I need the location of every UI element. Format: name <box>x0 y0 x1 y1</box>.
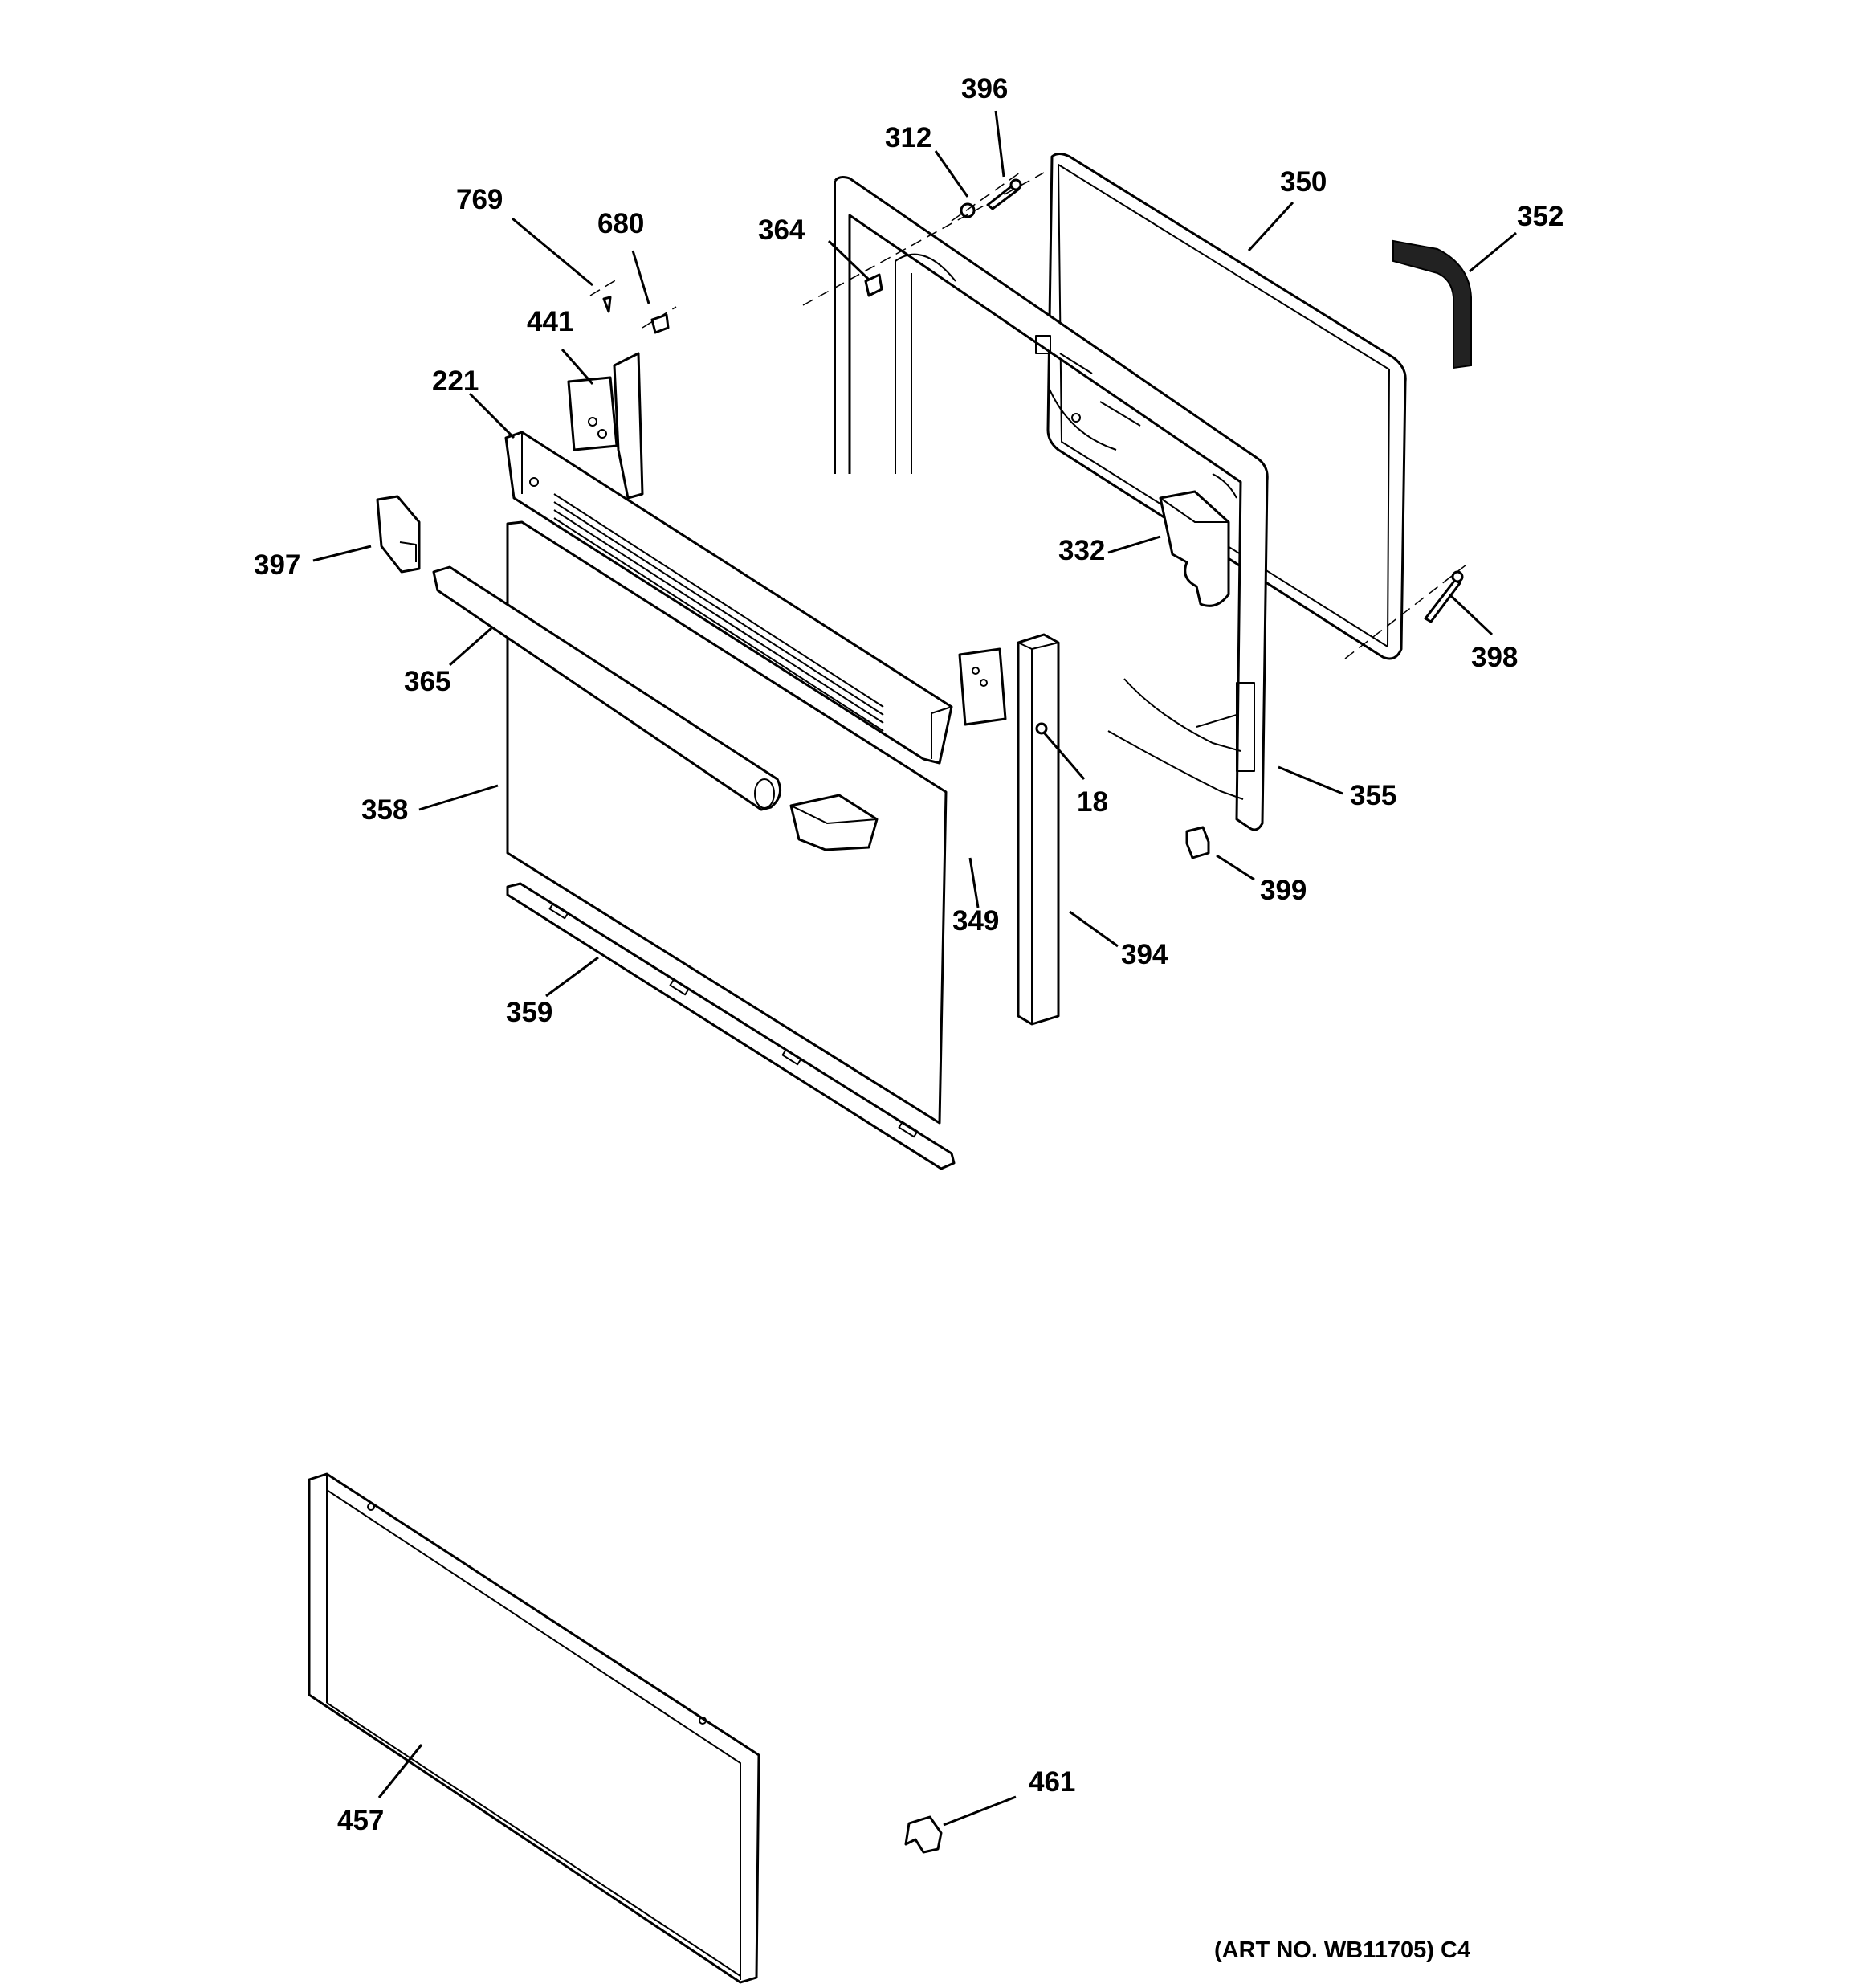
part-door-hinge-plate <box>958 647 1007 726</box>
callout-364: 364 <box>758 214 805 246</box>
callout-221: 221 <box>432 365 479 397</box>
callout-457: 457 <box>337 1805 384 1836</box>
alignment-lines <box>589 172 1470 659</box>
callout-349: 349 <box>952 905 999 937</box>
part-221-vent-bar <box>504 431 953 765</box>
part-352-gasket <box>1392 239 1472 369</box>
part-769-screw <box>602 296 612 313</box>
part-349-handle-end <box>789 794 879 851</box>
callout-394: 394 <box>1121 939 1168 970</box>
part-364-clip <box>864 273 883 297</box>
part-461-clip <box>904 1815 943 1854</box>
callout-358: 358 <box>361 794 408 826</box>
part-365-handle <box>432 565 782 811</box>
part-394-side-post <box>1017 633 1060 1026</box>
callout-18: 18 <box>1077 786 1108 818</box>
callout-461: 461 <box>1029 1766 1075 1798</box>
callout-312: 312 <box>885 122 932 153</box>
callout-359: 359 <box>506 997 552 1028</box>
callout-332: 332 <box>1058 535 1105 566</box>
part-355-door-inner-frame <box>834 176 1269 831</box>
callout-396: 396 <box>961 73 1008 104</box>
callout-350: 350 <box>1280 166 1327 198</box>
part-358-glass-panel <box>506 520 948 1125</box>
callout-352: 352 <box>1517 201 1563 232</box>
callout-365: 365 <box>404 666 450 697</box>
part-398-screw <box>1424 570 1464 623</box>
part-680-screw <box>650 313 670 334</box>
part-441-hinge-bracket <box>567 352 644 500</box>
part-457-drawer-panel <box>308 1472 760 1984</box>
part-397-end-cap <box>376 495 421 574</box>
callout-labels: 396 312 350 352 769 680 364 441 221 332 … <box>254 73 1563 1836</box>
callout-398: 398 <box>1471 642 1518 673</box>
part-399-bumper <box>1185 826 1210 859</box>
part-359-bottom-trim <box>506 882 956 1170</box>
callout-769: 769 <box>456 184 503 215</box>
callout-355: 355 <box>1350 780 1396 811</box>
part-332-insulation <box>1159 490 1230 607</box>
part-18-screw <box>1035 722 1048 735</box>
art-number-label: (ART NO. WB11705) C4 <box>1214 1937 1470 1963</box>
callout-680: 680 <box>597 208 644 239</box>
callout-399: 399 <box>1260 875 1307 906</box>
part-350-door-outer-panel <box>1046 153 1407 660</box>
leader-lines <box>312 110 1517 1827</box>
callout-397: 397 <box>254 549 300 581</box>
frame-hinge-bracket <box>1236 682 1255 772</box>
frame-slot <box>1035 335 1051 354</box>
callout-441: 441 <box>527 306 573 337</box>
